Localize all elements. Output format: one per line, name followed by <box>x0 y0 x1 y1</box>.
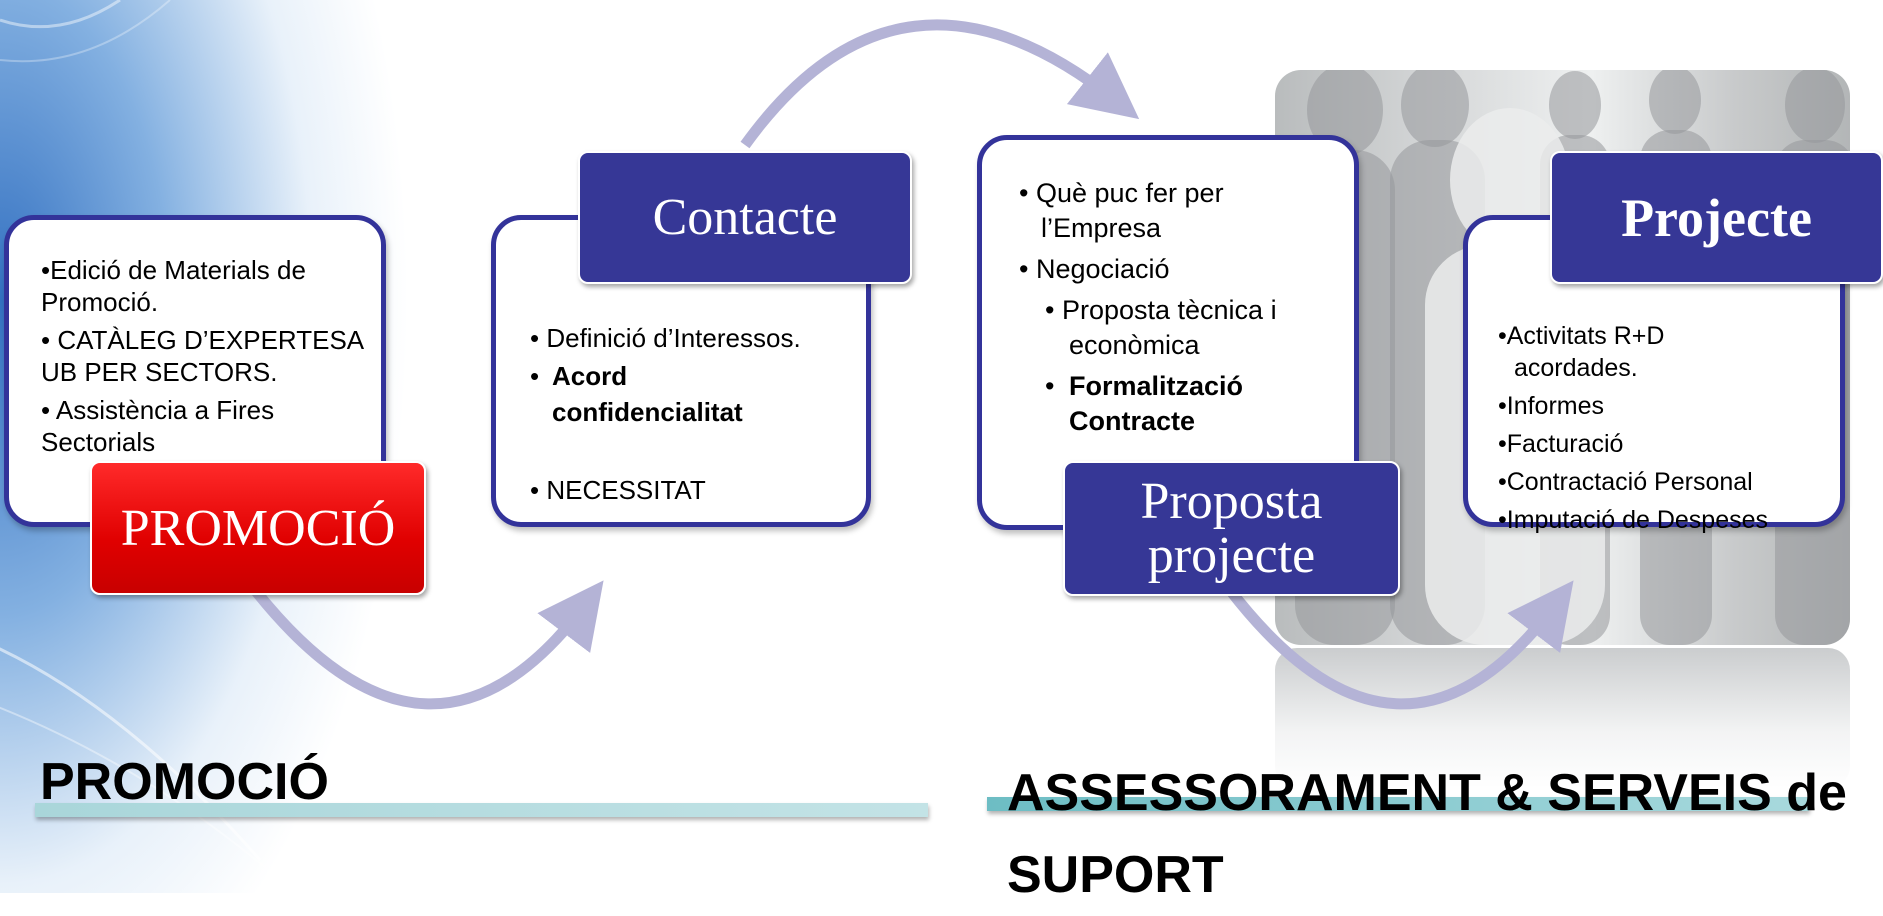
list-item: •Contractació Personal <box>1498 468 1753 496</box>
contacte-title: Contacte <box>578 151 912 284</box>
promocio-items: •Edició de Materials de Promoció. • CATÀ… <box>41 254 371 458</box>
projecte-title: Projecte <box>1550 151 1883 284</box>
bullet: • <box>1045 371 1055 401</box>
assessorament-section-title: ASSESSORAMENT & SERVEIS de SUPORT <box>1007 752 1847 916</box>
list-item: • Formalització Contracte <box>1045 369 1349 439</box>
list-item: • Acord confidencialitat <box>530 358 860 430</box>
arrow-proposta-to-projecte <box>1225 580 1574 710</box>
promocio-title: PROMOCIÓ <box>90 461 426 595</box>
proposta-items: • Què puc fer per l’Empresa • Negociació… <box>1019 176 1349 439</box>
assessorament-title-line1: ASSESSORAMENT & SERVEIS de <box>1007 764 1847 822</box>
arrow-promocio-to-contacte <box>250 580 604 710</box>
projecte-items: •Activitats R+D acordades. •Informes •Fa… <box>1498 320 1838 536</box>
contacte-title-text: Contacte <box>652 189 838 246</box>
arrow-contacte-to-proposta <box>740 19 1140 149</box>
cycle-arrows <box>250 19 1574 710</box>
background-decoration <box>0 0 1883 893</box>
contacte-items: • Definició d’Interessos. • Acord confid… <box>530 320 860 508</box>
proposta-title-text: Proposta projecte <box>1140 472 1323 584</box>
list-item: •Edició de Materials de Promoció. <box>41 255 306 317</box>
assessorament-section-rule <box>987 797 1809 811</box>
list-item: •Informes <box>1498 392 1605 420</box>
projecte-title-text: Projecte <box>1621 187 1812 248</box>
list-item: • Definició d’Interessos. <box>530 323 801 353</box>
bullet: • <box>530 361 540 391</box>
list-item: • NECESSITAT <box>530 475 706 505</box>
list-item: •Activitats R+D acordades. <box>1498 322 1665 382</box>
promocio-title-text: PROMOCIÓ <box>120 499 396 557</box>
list-item: •Imputació de Despeses <box>1498 506 1769 534</box>
list-item: • Què puc fer per l’Empresa <box>1019 178 1224 243</box>
assessorament-title-line2: SUPORT <box>1007 846 1224 904</box>
list-item: • Proposta tècnica i econòmica <box>1045 295 1277 360</box>
photo-reflection <box>1275 648 1850 788</box>
promocio-section-title: PROMOCIÓ <box>40 753 329 811</box>
list-item-text: Acord confidencialitat <box>552 361 743 427</box>
list-item: • CATÀLEG D’EXPERTESA UB PER SECTORS. <box>41 325 363 387</box>
list-item-text: Formalització Contracte <box>1069 371 1244 436</box>
promocio-section-rule <box>35 803 928 817</box>
list-item: • Assistència a Fires Sectorials <box>41 395 275 457</box>
list-item: •Facturació <box>1498 430 1624 458</box>
list-item: • Negociació <box>1019 254 1170 284</box>
proposta-title: Proposta projecte <box>1063 461 1400 596</box>
